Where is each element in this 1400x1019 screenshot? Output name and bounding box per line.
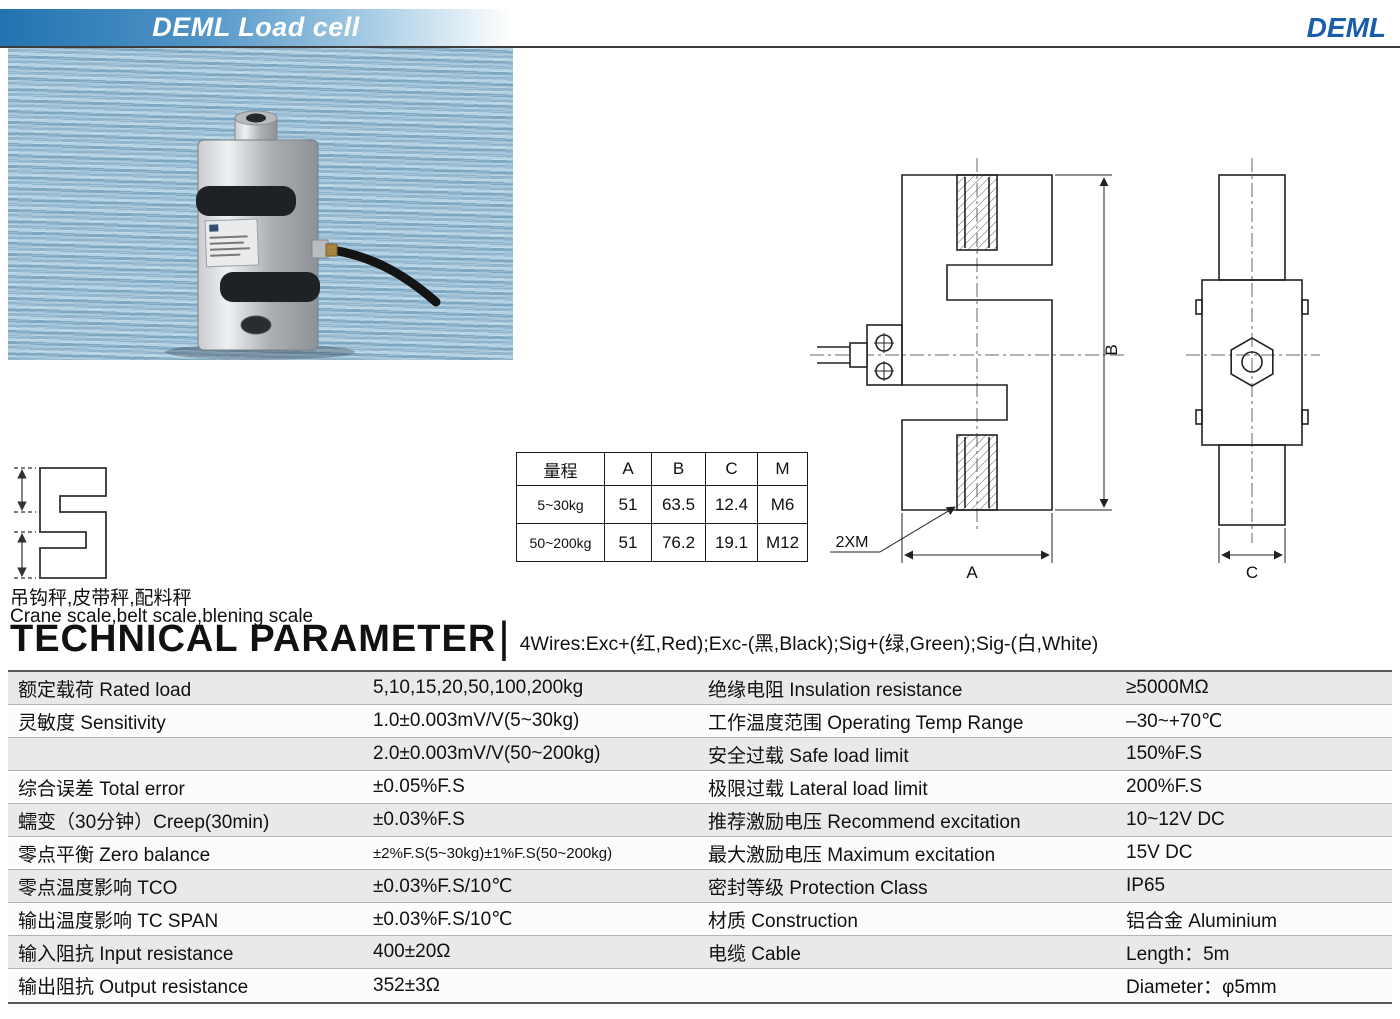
param-label: 最大激励电压 Maximum excitation xyxy=(708,844,996,866)
param-row: 零点平衡 Zero balance ±2%F.S(5~30kg)±1%F.S(5… xyxy=(8,837,1392,870)
param-value: IP65 xyxy=(1126,875,1166,896)
dim-col-header: 量程 xyxy=(516,452,605,486)
param-value: –30~+70℃ xyxy=(1126,710,1223,732)
title-banner: DEML Load cell xyxy=(0,9,512,46)
param-value: 1.0±0.003mV/V(5~30kg) xyxy=(373,710,580,731)
dim-b: 63.5 xyxy=(651,485,706,524)
product-photo xyxy=(8,48,513,360)
s-shape-icon xyxy=(8,460,113,590)
technical-drawing: B A C 2XM xyxy=(772,55,1392,600)
param-label: 输出温度影响 TC SPAN xyxy=(18,910,219,932)
param-label: 额定载荷 Rated load xyxy=(18,679,192,701)
dim-c: 12.4 xyxy=(705,485,758,524)
application-text-en: Crane scale,belt scale,blening scale xyxy=(10,606,314,627)
dim-c: 19.1 xyxy=(705,523,758,562)
param-label: 密封等级 Protection Class xyxy=(708,877,928,899)
dim-label-a: A xyxy=(966,563,978,582)
upper-slot xyxy=(196,186,296,216)
dimension-table: 量程 A B C M 5~30kg 51 63.5 12.4 M6 50~200… xyxy=(516,452,808,562)
param-label: 零点平衡 Zero balance xyxy=(18,844,211,866)
param-value: ±0.03%F.S/10℃ xyxy=(373,875,513,897)
dim-a: 51 xyxy=(604,523,652,562)
param-value: ±2%F.S(5~30kg)±1%F.S(50~200kg) xyxy=(373,844,613,862)
param-value: Length：5m xyxy=(1126,943,1230,965)
param-label: 零点温度影响 TCO xyxy=(18,877,178,899)
dim-row: 5~30kg 51 63.5 12.4 M6 xyxy=(516,485,808,524)
product-label-sticker xyxy=(204,218,260,268)
param-label: 输出阻抗 Output resistance xyxy=(18,977,249,998)
front-view xyxy=(817,174,1053,511)
param-value: 200%F.S xyxy=(1126,776,1203,797)
dim-label-c: C xyxy=(1246,563,1258,582)
dim-m: M12 xyxy=(757,523,808,562)
lower-slot xyxy=(220,272,320,302)
param-label: 输入阻抗 Input resistance xyxy=(18,943,234,965)
heading-divider: | xyxy=(498,613,510,662)
param-row: 输出阻抗 Output resistance 352±3Ω Diameter：φ… xyxy=(8,969,1392,1002)
param-label: 工作温度范围 Operating Temp Range xyxy=(708,712,1024,734)
param-row: 零点温度影响 TCO ±0.03%F.S/10℃ 密封等级 Protection… xyxy=(8,870,1392,903)
hex-nut xyxy=(1230,337,1274,387)
param-value: ≥5000MΩ xyxy=(1126,677,1209,698)
dim-a: 51 xyxy=(604,485,652,524)
param-row: 输入阻抗 Input resistance 400±20Ω 电缆 Cable L… xyxy=(8,936,1392,969)
dimension-lines xyxy=(830,174,1286,563)
dim-col-header: M xyxy=(757,452,808,486)
parameters-table: 额定载荷 Rated load 5,10,15,20,50,100,200kg … xyxy=(8,670,1392,1004)
param-label: 电缆 Cable xyxy=(708,943,801,965)
param-label: 蠕变（30分钟）Creep(30min) xyxy=(18,811,270,833)
dim-col-header: A xyxy=(604,452,652,486)
application-text-cn: 吊钩秤,皮带秤,配料秤 xyxy=(10,588,192,609)
param-value: ±0.03%F.S xyxy=(373,809,465,830)
param-value: 5,10,15,20,50,100,200kg xyxy=(373,677,584,698)
param-value: 15V DC xyxy=(1126,842,1193,863)
param-label: 灵敏度 Sensitivity xyxy=(18,712,166,734)
param-row: 输出温度影响 TC SPAN ±0.03%F.S/10℃ 材质 Construc… xyxy=(8,903,1392,936)
dim-col-header: B xyxy=(651,452,706,486)
param-row: 蠕变（30分钟）Creep(30min) ±0.03%F.S 推荐激励电压 Re… xyxy=(8,804,1392,837)
param-label: 综合误差 Total error xyxy=(18,778,185,800)
param-value: 400±20Ω xyxy=(373,941,451,962)
param-value: 铝合金 Aluminium xyxy=(1126,910,1277,932)
param-value: 10~12V DC xyxy=(1126,809,1225,830)
param-label: 推荐激励电压 Recommend excitation xyxy=(708,811,1021,833)
param-value: 2.0±0.003mV/V(50~200kg) xyxy=(373,743,601,764)
dim-range: 50~200kg xyxy=(516,523,605,562)
brand-logo: DEML xyxy=(1306,12,1386,43)
param-value: ±0.03%F.S/10℃ xyxy=(373,908,513,930)
param-label: 极限过载 Lateral load limit xyxy=(708,778,928,800)
param-label: 材质 Construction xyxy=(708,910,858,932)
param-row: 额定载荷 Rated load 5,10,15,20,50,100,200kg … xyxy=(8,672,1392,705)
thread-label-2xm: 2XM xyxy=(836,534,869,551)
param-value: 352±3Ω xyxy=(373,974,440,996)
dim-range: 5~30kg xyxy=(516,485,605,524)
param-value: ±0.05%F.S xyxy=(373,776,465,797)
param-row: 2.0±0.003mV/V(50~200kg) 安全过载 Safe load l… xyxy=(8,738,1392,771)
tech-title: TECHNICAL PARAMETER xyxy=(10,617,497,660)
dim-label-b: B xyxy=(1102,344,1121,355)
param-value: 150%F.S xyxy=(1126,743,1203,764)
page-title: DEML Load cell xyxy=(152,12,360,42)
technical-parameter-heading: TECHNICAL PARAMETER | 4Wires:Exc+(红,Red)… xyxy=(10,613,1099,662)
param-row: 综合误差 Total error ±0.05%F.S 极限过载 Lateral … xyxy=(8,771,1392,804)
dim-col-header: C xyxy=(705,452,758,486)
header-divider xyxy=(0,46,1400,48)
dim-m: M6 xyxy=(757,485,808,524)
side-view xyxy=(1195,174,1309,526)
dim-header-row: 量程 A B C M xyxy=(516,452,808,486)
dim-b: 76.2 xyxy=(651,523,706,562)
param-label: 绝缘电阻 Insulation resistance xyxy=(708,679,963,701)
param-value: Diameter：φ5mm xyxy=(1126,977,1277,998)
dim-row: 50~200kg 51 76.2 19.1 M12 xyxy=(516,523,808,562)
param-row: 灵敏度 Sensitivity 1.0±0.003mV/V(5~30kg) 工作… xyxy=(8,705,1392,738)
param-label: 安全过载 Safe load limit xyxy=(708,745,909,767)
load-cell-image xyxy=(165,110,441,360)
wires-note: 4Wires:Exc+(红,Red);Exc-(黑,Black);Sig+(绿,… xyxy=(519,632,1099,655)
